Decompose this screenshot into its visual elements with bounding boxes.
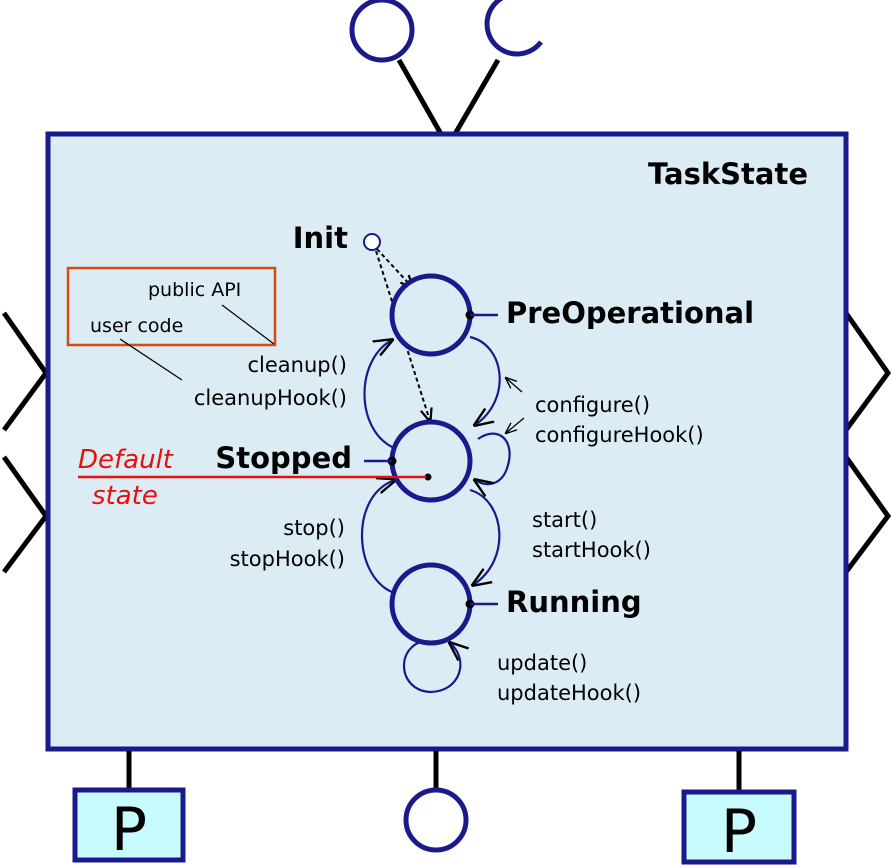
configure-hook-label: configureHook() [535,423,704,447]
bottom-right-port: P [681,751,797,867]
default-state-marker: Default state [78,445,426,511]
bottom-right-port-label: P [721,797,757,867]
state-stopped: Stopped [215,419,473,503]
stopped-label: Stopped [215,441,352,475]
running-label: Running [506,585,642,619]
top-provided-service [349,0,444,136]
transition-arcs [360,335,511,694]
update-hook-label: updateHook() [497,681,641,705]
component-title: TaskState [648,157,808,191]
right-event-ports [843,311,892,574]
cleanup-label: cleanup() [247,353,347,377]
legend-user-code: user code [90,315,183,337]
default-state-line2: state [92,481,158,511]
stop-hook-label: stopHook() [230,547,345,571]
state-running: Running [389,562,642,646]
stop-label: stop() [283,516,345,540]
legend-public-api: public API [148,279,241,301]
legend-box: public API user code [66,266,277,381]
start-hook-label: startHook() [532,538,651,562]
default-state-line1: Default [78,445,174,475]
top-required-service [452,0,543,136]
init-label: Init [293,221,348,255]
state-preoperational: PreOperational [389,273,754,357]
update-label: update() [497,651,587,675]
start-label: start() [532,508,597,532]
init-state [363,233,381,251]
bottom-center-service [403,751,469,853]
left-event-ports [1,311,50,574]
bottom-left-port-label: P [111,795,147,865]
configure-label: configure() [535,393,650,417]
preoperational-label: PreOperational [506,296,754,330]
bottom-left-port: P [72,751,186,865]
cleanup-hook-label: cleanupHook() [194,386,347,410]
